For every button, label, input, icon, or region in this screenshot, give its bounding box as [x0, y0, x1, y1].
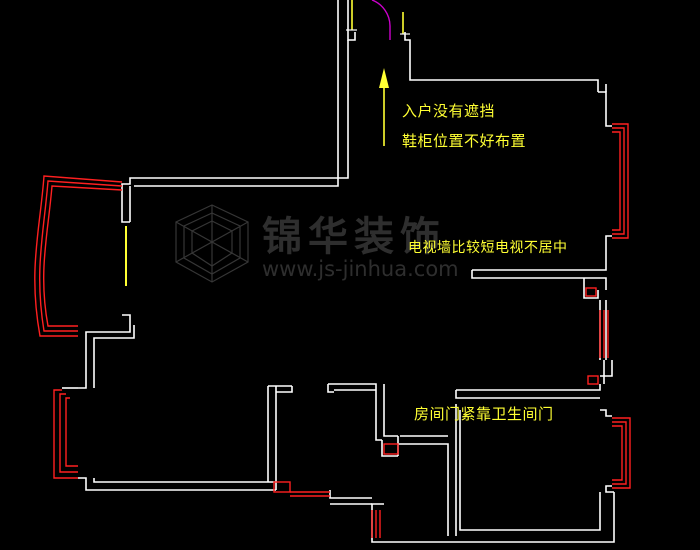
annotation-entry-no-screen: 入户没有遮挡: [402, 102, 496, 120]
annotation-tv-wall: 电视墙比较短电视不居中: [408, 240, 568, 256]
entry-door: [346, 0, 410, 40]
annotation-bedroom-door: 房间门紧靠卫生间门: [414, 405, 554, 423]
window-lines: [34, 123, 631, 538]
annotation-shoe-cabinet: 鞋柜位置不好布置: [402, 132, 527, 150]
entry-arrow: [379, 68, 389, 146]
watermark-logo: [175, 204, 249, 283]
wall-lines: [62, 0, 615, 543]
watermark-url: www.js-jinhua.com: [262, 257, 459, 281]
watermark-brand: 锦华装饰: [262, 214, 446, 260]
